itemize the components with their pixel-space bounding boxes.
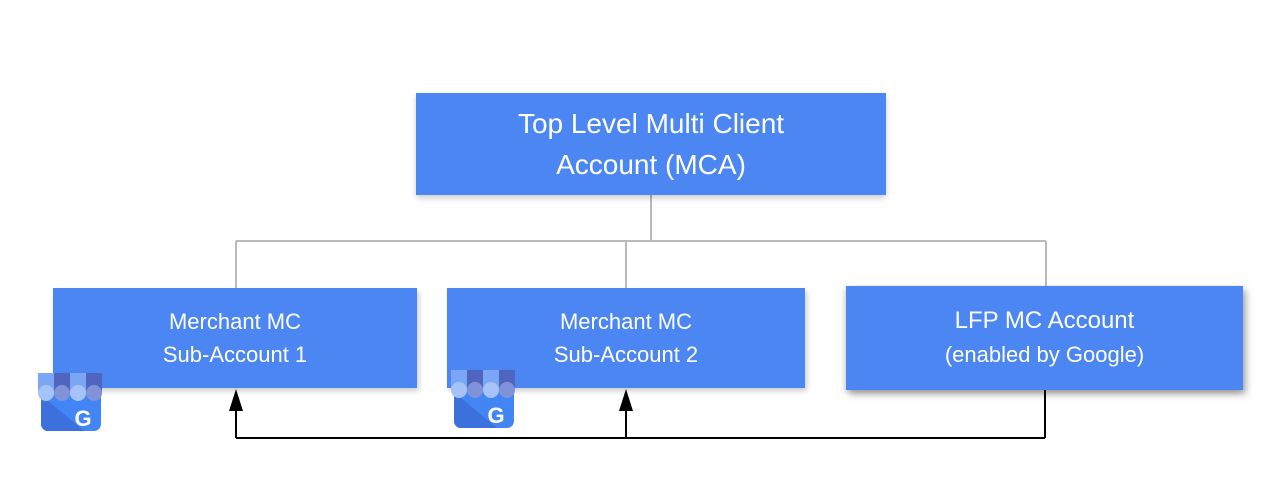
node-label-line2: Sub-Account 1 bbox=[162, 342, 308, 367]
store-body-fold bbox=[454, 392, 497, 428]
node-label-line2: Sub-Account 2 bbox=[553, 342, 699, 367]
node-lfp-mc-account: LFP MC Account (enabled by Google) bbox=[846, 286, 1243, 390]
node-label-line1: Top Level Multi Client bbox=[517, 108, 785, 139]
node-label-line1: Merchant MC bbox=[168, 309, 302, 334]
node-label-line2: (enabled by Google) bbox=[944, 342, 1145, 367]
node-merchant-sub-account-1: Merchant MC Sub-Account 1 bbox=[53, 288, 417, 388]
tree-connectors bbox=[235, 195, 1047, 288]
node-top-level-mca: Top Level Multi Client Account (MCA) bbox=[416, 93, 886, 195]
arrowhead-into-sub1 bbox=[229, 389, 243, 411]
node-label-line1: Merchant MC bbox=[559, 309, 693, 334]
flow-arrowheads bbox=[229, 389, 633, 411]
store-body-fold bbox=[41, 395, 84, 431]
google-my-business-icon: G bbox=[38, 373, 102, 431]
node-label-line2: Account (MCA) bbox=[556, 149, 746, 180]
arrowhead-into-sub2 bbox=[619, 389, 633, 411]
google-my-business-icon: G bbox=[451, 370, 515, 428]
store-awning bbox=[38, 373, 102, 401]
google-g-letter: G bbox=[487, 403, 504, 428]
store-awning bbox=[451, 370, 515, 398]
google-g-letter: G bbox=[74, 406, 91, 431]
node-label-line1: LFP MC Account bbox=[954, 307, 1135, 334]
flow-connectors bbox=[235, 390, 1046, 439]
